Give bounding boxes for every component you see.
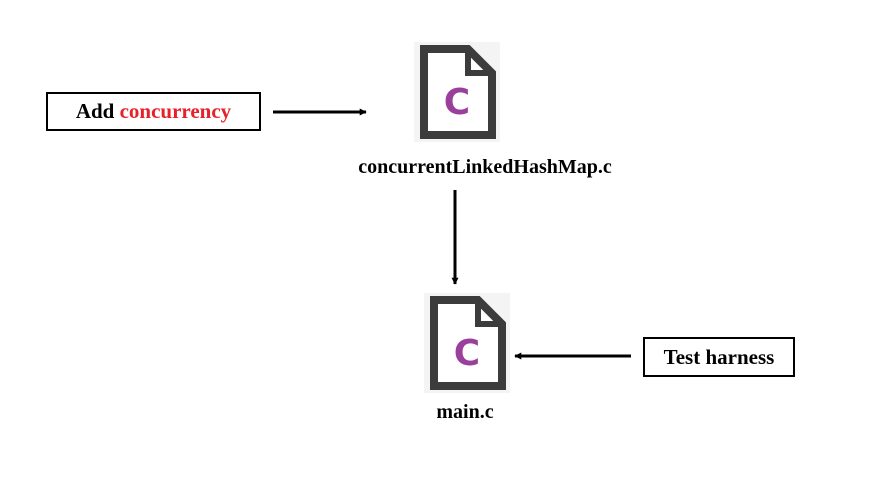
c-letter: C: [444, 82, 470, 123]
concurrency-label: concurrency: [119, 99, 232, 123]
file-name-main: main.c: [436, 401, 494, 423]
test-harness-box: Test harness: [643, 337, 795, 377]
c-file-icon: C: [414, 42, 500, 147]
c-letter: C: [454, 333, 480, 374]
add-label: Add: [75, 99, 115, 123]
test-harness-label: Test harness: [663, 344, 775, 369]
c-file-icon: C: [424, 293, 510, 398]
add-concurrency-box: Add concurrency: [46, 92, 261, 131]
file-name-concurrentlinkedhashmap: concurrentLinkedHashMap.c: [358, 156, 612, 178]
